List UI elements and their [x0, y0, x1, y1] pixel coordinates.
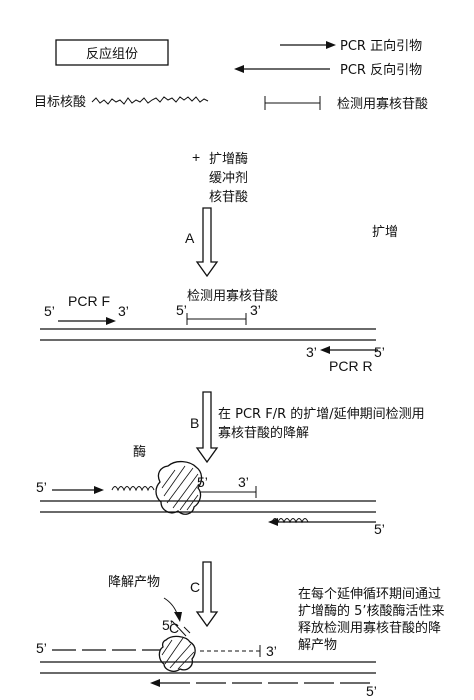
- panel1-three-prime-r: 3’: [306, 344, 317, 360]
- panel3-five-prime-left: 5’: [36, 640, 47, 656]
- reaction-components-label: 反应组份: [86, 46, 138, 62]
- panel2-five-prime-left: 5’: [36, 479, 47, 495]
- panel2-reverse-primer-arrow: [268, 518, 376, 526]
- step-c-line1: 在每个延伸循环期间通过: [298, 586, 441, 602]
- step-c-line3: 释放检测用寡核苷酸的降: [298, 620, 441, 636]
- panel3-probe-five-prime: 5’: [162, 617, 173, 633]
- panel3-five-prime-right: 5’: [366, 683, 377, 699]
- step-b-letter: B: [190, 415, 199, 431]
- forward-primer-legend-arrow: [280, 41, 336, 49]
- panel2-probe-five-prime: 5’: [197, 474, 208, 490]
- panel3-enzyme-hatching: [161, 637, 195, 670]
- panel2-extension-coil: [111, 486, 155, 492]
- panel1-probe-three-prime: 3’: [250, 302, 261, 318]
- panel3-probe-three-prime: 3’: [266, 643, 277, 659]
- step-b-line1: 在 PCR F/R 的扩增/延伸期间检测用: [218, 406, 425, 422]
- panel1-three-prime-f: 3’: [118, 303, 129, 319]
- panel2-enzyme-blob: [155, 460, 203, 515]
- panel2-enzyme-hatching: [161, 465, 200, 511]
- panel1-reverse-primer-arrow: [320, 346, 378, 354]
- step-a-letter: A: [185, 230, 195, 246]
- panel1-probe-symbol: [186, 313, 247, 325]
- panel1-pcr-r-label: PCR R: [329, 358, 373, 374]
- reaction-components-box: [55, 39, 169, 66]
- step-a-label: 扩增: [372, 225, 398, 240]
- step-a-arrow: [195, 207, 219, 278]
- panel2-probe-three-prime: 3’: [238, 474, 249, 490]
- panel3-c-mark: C: [169, 620, 179, 636]
- probe-legend-label: 检测用寡核苷酸: [337, 96, 428, 112]
- panel3-probe-remnant: [200, 645, 261, 657]
- panel3-reverse-extension: [150, 679, 376, 687]
- panel2-enzyme-label: 酶: [133, 444, 146, 460]
- panel3-cleaved-fragment: [171, 620, 191, 637]
- panel1-probe-label: 检测用寡核苷酸: [187, 288, 278, 304]
- panel1-five-prime-left: 5’: [44, 303, 55, 319]
- additive-buffer: 缓冲剂: [209, 171, 248, 186]
- additive-enzyme: 扩增酶: [209, 151, 248, 167]
- panel1-five-prime-r: 5’: [374, 344, 385, 360]
- step-c-line4: 解产物: [298, 638, 337, 653]
- panel1-pcr-f-label: PCR F: [68, 293, 110, 309]
- additive-nucleotides: 核苷酸: [209, 190, 248, 205]
- forward-primer-label: PCR 正向引物: [340, 38, 422, 54]
- plus-sign: +: [192, 149, 200, 165]
- target-nucleic-acid-label: 目标核酸: [34, 95, 86, 110]
- panel2-reverse-extension-coil: [271, 518, 309, 524]
- panel3-products-label: 降解产物: [108, 575, 160, 590]
- panel2-five-prime-right: 5’: [374, 521, 385, 537]
- step-c-letter: C: [190, 579, 200, 595]
- panel2-forward-primer-arrow: [52, 486, 104, 494]
- reverse-primer-legend-arrow: [234, 65, 330, 73]
- step-c-arrow: [195, 561, 219, 628]
- target-nucleic-acid-wavy-line: [91, 96, 209, 105]
- panel3-enzyme-blob: [158, 635, 196, 672]
- panel1-probe-five-prime: 5’: [176, 302, 187, 318]
- panel1-forward-primer-arrow: [58, 317, 116, 325]
- reverse-primer-label: PCR 反向引物: [340, 62, 422, 78]
- probe-legend-symbol: [264, 96, 321, 110]
- step-c-line2: 扩增酶的 5’核酸酶活性来: [298, 603, 445, 619]
- step-b-arrow: [195, 391, 219, 464]
- panel3-products-pointer-head: [174, 612, 182, 622]
- panel2-probe-symbol: [200, 486, 257, 498]
- step-b-line2: 寡核苷酸的降解: [218, 425, 309, 441]
